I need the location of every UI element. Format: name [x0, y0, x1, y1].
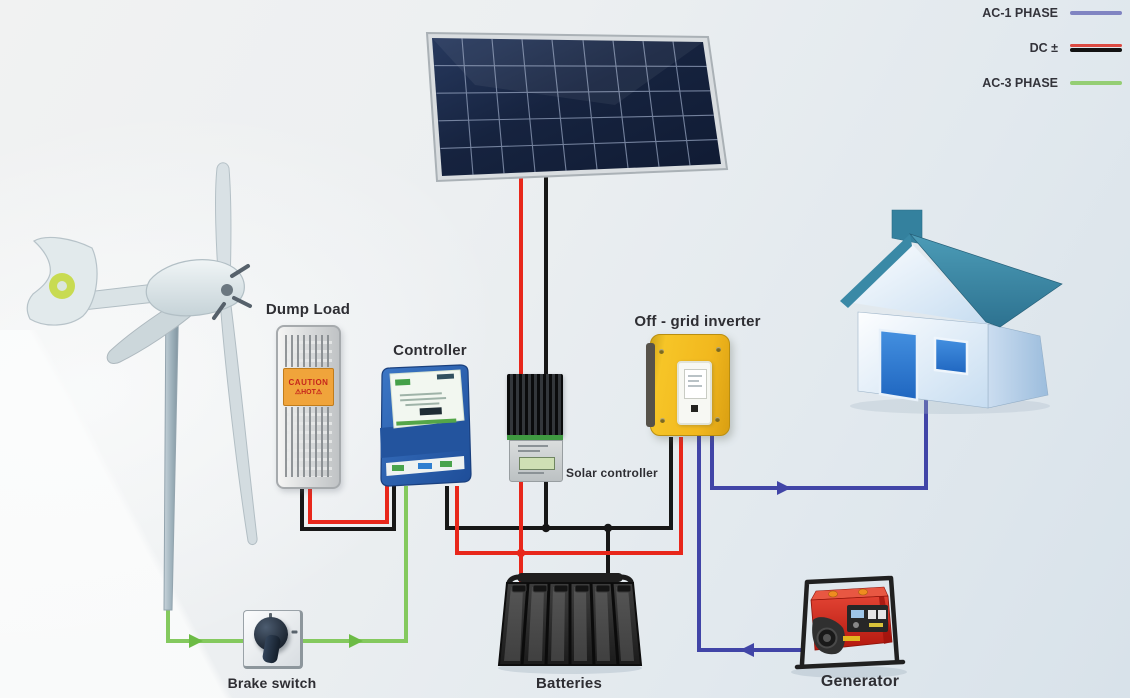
- turbine-hub: [221, 284, 233, 296]
- inverter-button: [691, 405, 698, 412]
- house-door: [878, 328, 919, 402]
- off-grid-inverter: [646, 334, 730, 436]
- solar-controller-heatsink: [507, 374, 563, 436]
- screw-icon: [715, 417, 720, 422]
- screw-icon: [660, 418, 665, 423]
- inverter-label: Off - grid inverter: [634, 313, 761, 330]
- turbine-blade-up: [215, 162, 232, 287]
- caution-hot-text: ⚠HOT⚠: [294, 388, 323, 396]
- legend-dc-label: DC ±: [1029, 41, 1058, 55]
- inverter-display-panel: [677, 361, 712, 425]
- wind-turbine: [0, 148, 290, 623]
- dc-junction-dot: [603, 523, 613, 533]
- turbine-hub-spinner: [212, 264, 252, 320]
- generator-frame: [794, 575, 906, 670]
- house-window: [933, 336, 969, 376]
- house-front-wall: [857, 311, 989, 409]
- dc-junction-dot: [541, 523, 551, 533]
- ac1-arrow-right: [777, 481, 791, 495]
- solar-controller-label: Solar controller: [566, 466, 658, 480]
- legend-ac1-line-swatch: [1070, 11, 1122, 15]
- legend-item-dc: DC ±: [1030, 41, 1122, 55]
- wire-dc-solar-panel-to-solar-controller: [519, 163, 548, 382]
- dump-load: CAUTION ⚠HOT⚠: [276, 325, 341, 489]
- legend-ac3-line-swatch: [1070, 81, 1122, 85]
- ac3-arrow-right-2: [349, 634, 363, 648]
- caution-label: CAUTION ⚠HOT⚠: [283, 368, 334, 406]
- turbine-pole: [163, 287, 180, 611]
- house-gable: [847, 242, 988, 324]
- screw-icon: [716, 347, 721, 352]
- generator-outlet: [878, 610, 886, 619]
- house: [838, 198, 1073, 418]
- wire-dc-dump-load-to-controller: [300, 484, 396, 531]
- legend-dc-positive-line: [1070, 43, 1122, 48]
- turbine-nacelle: [145, 259, 245, 317]
- legend-item-ac3: AC-3 PHASE: [982, 76, 1122, 90]
- battery-highlights: [504, 587, 634, 661]
- dump-load-fins: [285, 335, 332, 367]
- generator-meter: [851, 610, 864, 618]
- ac3-arrow-right-1: [189, 634, 203, 648]
- fuel-cap: [828, 590, 838, 598]
- legend-ac1-label: AC-1 PHASE: [982, 6, 1058, 20]
- brake-switch: [243, 610, 303, 669]
- brake-switch-handle: [261, 633, 282, 665]
- ac1-arrow-left: [740, 643, 754, 657]
- roof-left-edge: [840, 234, 912, 308]
- screw-icon: [659, 349, 664, 354]
- legend-ac3-label: AC-3 PHASE: [982, 76, 1058, 90]
- dump-load-fins: [285, 407, 332, 477]
- legend-item-ac1: AC-1 PHASE: [982, 6, 1122, 20]
- solar-controller-stripe: [507, 435, 563, 440]
- roof-main: [908, 233, 1063, 328]
- brake-switch-label: Brake switch: [227, 675, 317, 691]
- battery-handle: [517, 573, 623, 582]
- house-side-wall: [987, 323, 1049, 409]
- controller-label: Controller: [393, 342, 467, 359]
- solar-controller-lcd: [519, 457, 555, 470]
- generator-sticker: [843, 636, 860, 641]
- wire-ac1-generator-to-inverter: [697, 434, 802, 657]
- panel-grid: [434, 38, 718, 175]
- generator: [785, 572, 915, 680]
- generator-label: Generator: [820, 673, 900, 690]
- turbine-blade-down: [219, 297, 258, 546]
- wire-ac1-inverter-to-house: [710, 400, 928, 495]
- legend-dc-negative-line: [1070, 48, 1122, 53]
- dc-junction-dot: [516, 548, 526, 558]
- legend-dc-line-swatch: [1070, 43, 1122, 53]
- solar-controller-body: [509, 440, 563, 482]
- controller: [372, 362, 474, 488]
- fuel-cap: [858, 588, 868, 596]
- battery-caps: [511, 584, 632, 593]
- battery-cell-dividers: [520, 582, 620, 666]
- solar-panel: [415, 25, 735, 190]
- solar-controller: [506, 372, 564, 482]
- caution-text: CAUTION: [288, 377, 329, 387]
- inverter-display: [684, 369, 707, 399]
- dump-load-label: Dump Load: [265, 301, 351, 318]
- batteries: [495, 565, 645, 675]
- batteries-label: Batteries: [536, 675, 602, 692]
- generator-outlet: [868, 610, 876, 619]
